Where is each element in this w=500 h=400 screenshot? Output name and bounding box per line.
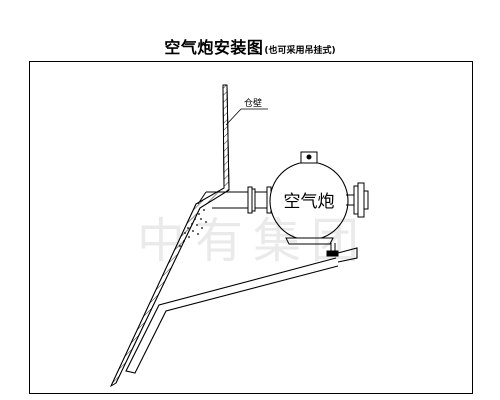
support-struts xyxy=(125,247,358,374)
watermark: 中有集团 xyxy=(137,213,369,269)
wall-label: 仓壁 xyxy=(244,97,262,109)
wall-leader xyxy=(225,108,268,126)
lifting-lug xyxy=(300,151,318,164)
pipe-flange xyxy=(247,186,272,214)
discharge-pipe xyxy=(197,191,271,209)
inlet-pipe xyxy=(346,182,369,218)
silo-wall xyxy=(109,84,230,388)
drawing-title: 空气炮安装图(也可采用吊挂式) xyxy=(0,34,500,58)
title-main: 空气炮安装图 xyxy=(164,38,264,57)
support-bracket xyxy=(285,237,339,257)
title-note: (也可采用吊挂式) xyxy=(264,46,336,56)
drawing-frame xyxy=(29,61,473,394)
cannon-label: 空气炮 xyxy=(284,192,335,212)
nozzle-spray xyxy=(179,209,207,247)
